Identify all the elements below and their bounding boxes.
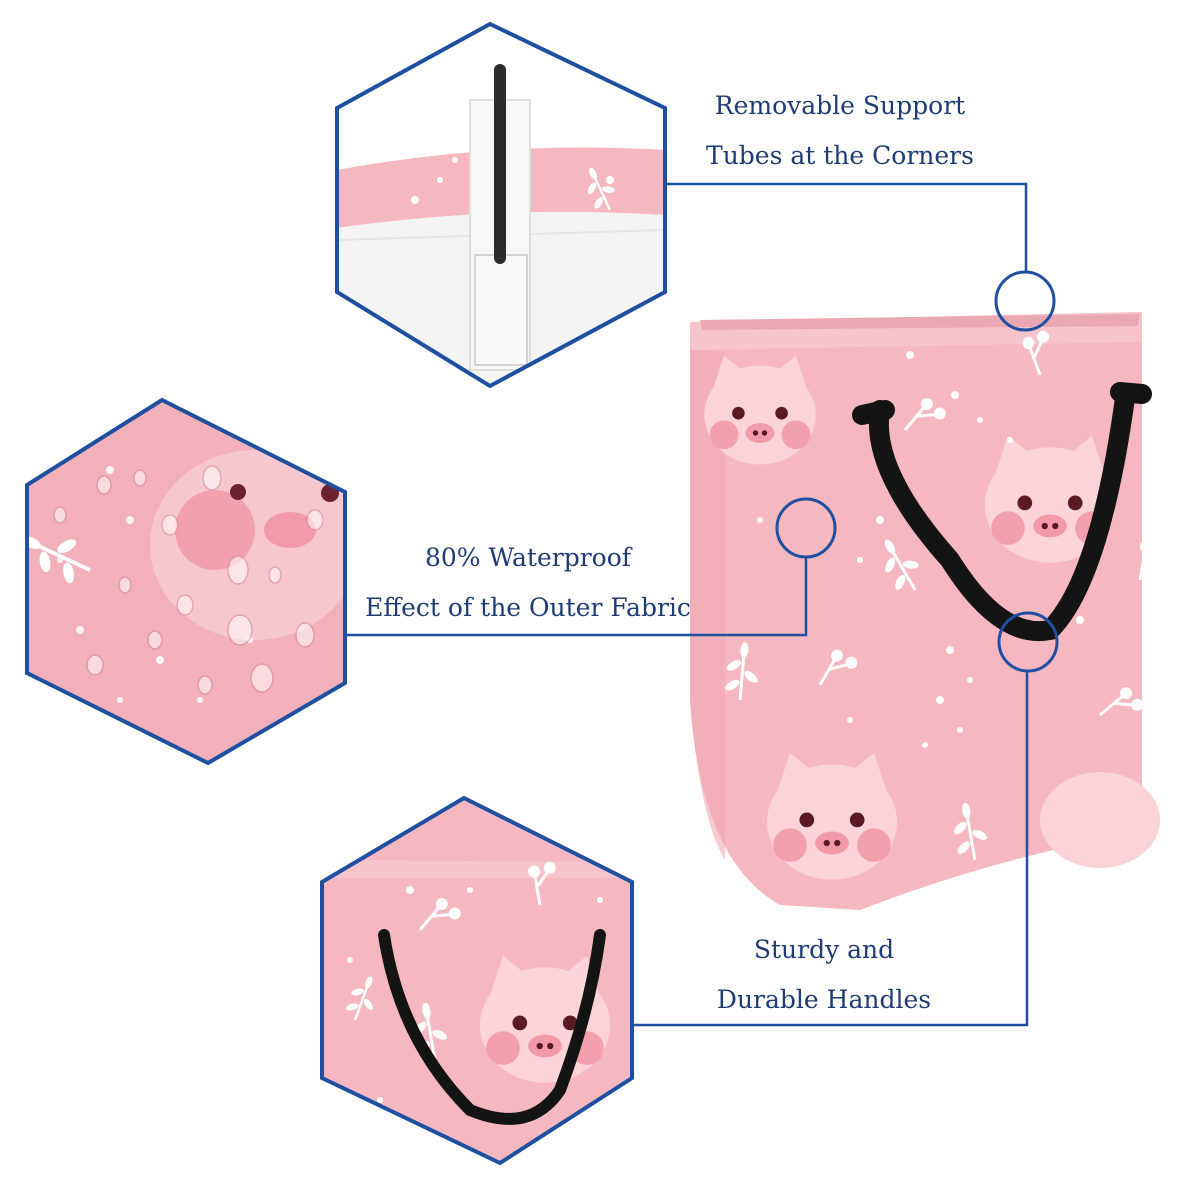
handles-closeup: [320, 795, 634, 1166]
connector-handles: [633, 611, 1059, 1027]
caption-handles-line1: Sturdy and: [753, 935, 895, 964]
hamper-illustration: [690, 312, 1171, 910]
caption-waterproof: 80% Waterproof Effect of the Outer Fabri…: [358, 533, 698, 633]
caption-handles-line2: Durable Handles: [716, 985, 932, 1014]
caption-support-tubes: Removable Support Tubes at the Corners: [690, 81, 990, 181]
caption-support-tubes-line2: Tubes at the Corners: [706, 141, 974, 170]
caption-handles: Sturdy and Durable Handles: [700, 925, 948, 1025]
caption-waterproof-line1: 80% Waterproof: [424, 543, 632, 572]
caption-support-tubes-line1: Removable Support: [714, 91, 966, 120]
connector-tubes: [666, 182, 1056, 332]
connector-waterproof: [346, 497, 837, 637]
caption-waterproof-line2: Effect of the Outer Fabric: [365, 593, 691, 622]
waterproof-closeup: [25, 397, 347, 766]
support-tube-closeup: [335, 21, 667, 389]
